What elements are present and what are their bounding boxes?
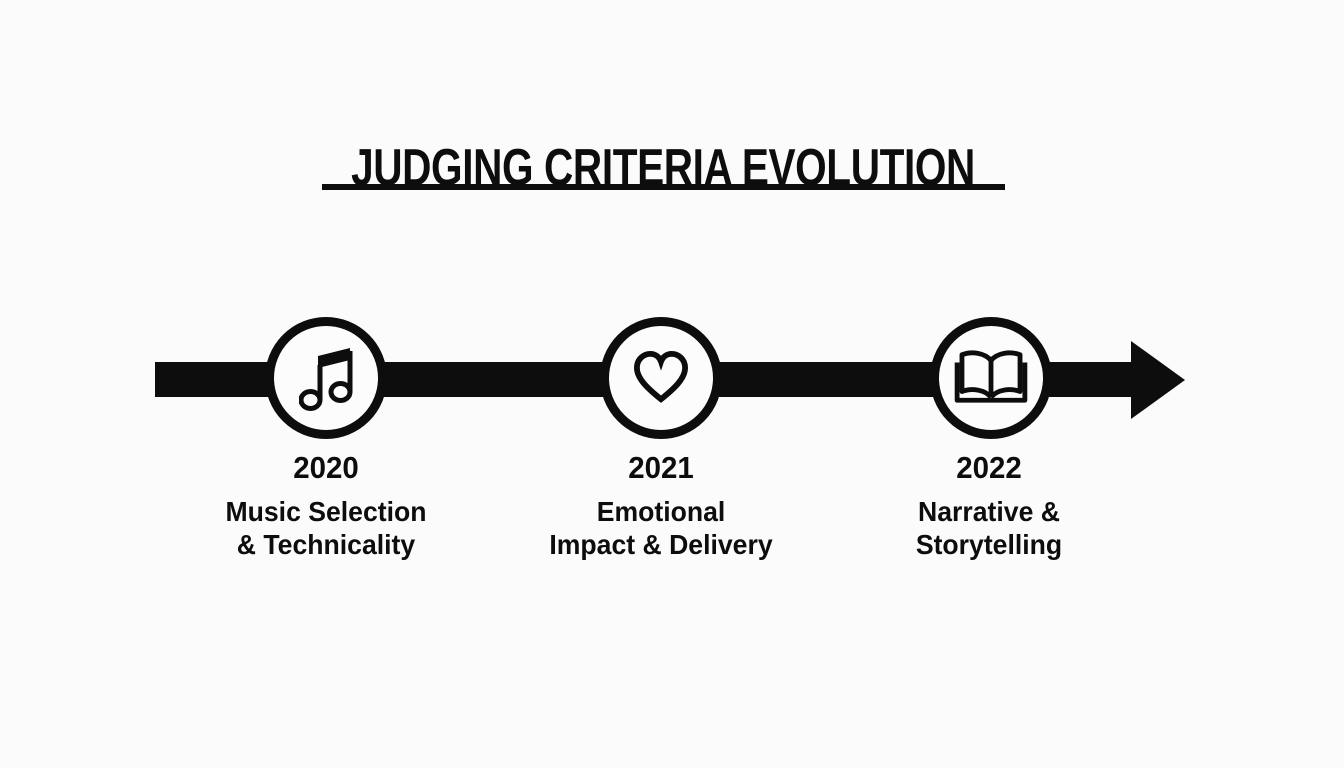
timeline-node-2022	[930, 317, 1052, 439]
milestone-label-2020: 2020 Music Selection & Technicality	[186, 452, 466, 561]
timeline-arrowhead-icon	[1131, 341, 1185, 419]
timeline-node-2020	[265, 317, 387, 439]
milestone-description-line1: Music Selection	[225, 496, 427, 527]
milestone-description: Emotional Impact & Delivery	[528, 495, 794, 561]
milestone-description: Music Selection & Technicality	[193, 495, 459, 561]
milestone-description-line1: Emotional	[596, 496, 726, 527]
milestone-label-2022: 2022 Narrative & Storytelling	[849, 452, 1129, 561]
music-note-icon	[299, 348, 353, 411]
timeline-node-2021	[600, 317, 722, 439]
milestone-description-line2: Impact & Delivery	[549, 529, 773, 560]
milestone-description-line2: Storytelling	[915, 529, 1063, 560]
open-book-icon	[954, 350, 1028, 403]
milestone-label-2021: 2021 Emotional Impact & Delivery	[521, 452, 801, 561]
milestone-description-line2: & Technicality	[236, 529, 416, 560]
milestone-year: 2020	[293, 450, 359, 485]
milestone-year: 2022	[956, 450, 1022, 485]
heart-icon	[633, 351, 689, 403]
milestone-description-line1: Narrative &	[918, 496, 1060, 527]
milestone-description: Narrative & Storytelling	[856, 495, 1122, 561]
title-underline	[322, 184, 1005, 190]
milestone-year: 2021	[628, 450, 694, 485]
